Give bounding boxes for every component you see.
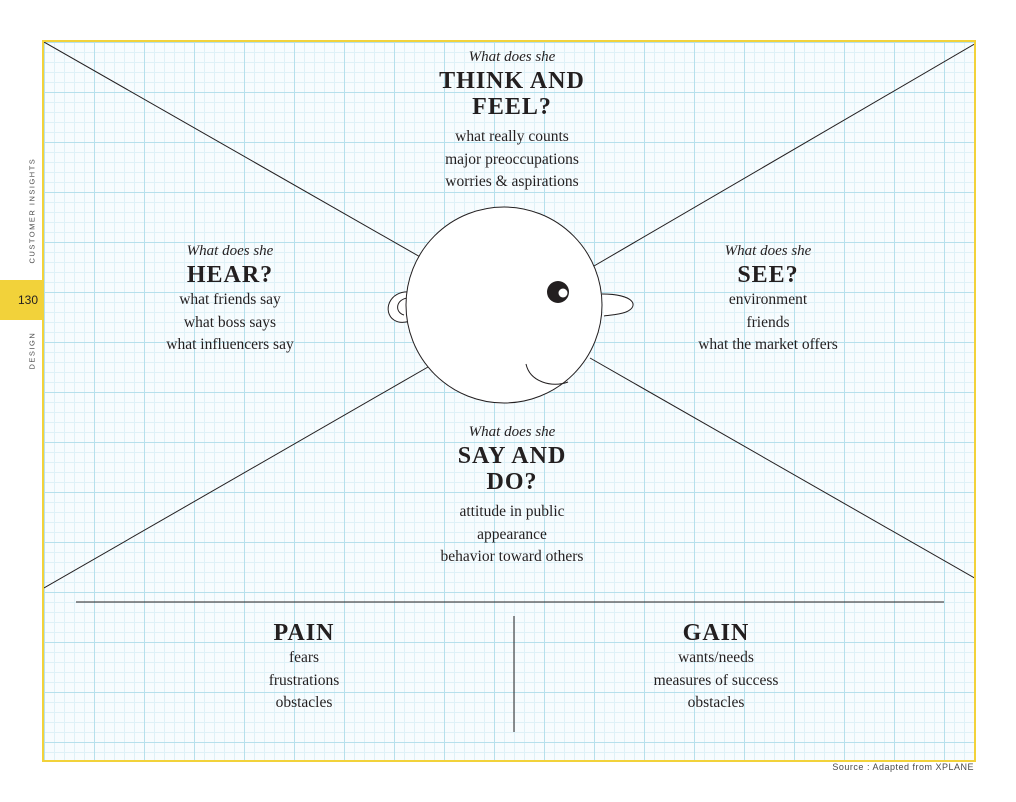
empathy-map-frame: What does she THINK AND FEEL? what reall… <box>42 40 976 762</box>
think-subtitle: What does she <box>468 49 556 65</box>
gain-item: wants/needs <box>678 649 754 666</box>
say-title-line1: SAY AND <box>457 443 567 469</box>
think-and-feel-section: What does she THINK AND FEEL? what reall… <box>362 48 662 194</box>
right-ear <box>601 293 634 317</box>
pain-section: PAIN fears frustrations obstacles <box>224 620 384 715</box>
page-number-tab: 130 <box>0 280 50 320</box>
think-item: major preoccupations <box>445 150 579 168</box>
gain-title: GAIN <box>682 620 750 646</box>
think-item: what really counts <box>455 128 569 145</box>
see-subtitle: What does she <box>724 243 812 259</box>
think-item: worries & aspirations <box>445 173 579 190</box>
pain-item: fears <box>288 649 320 666</box>
diagonal-top-left <box>44 42 423 259</box>
hear-subtitle: What does she <box>186 243 274 259</box>
pain-title: PAIN <box>273 620 335 646</box>
source-credit: Source : Adapted from XPLANE <box>832 762 974 772</box>
smile <box>525 363 569 385</box>
see-item: environment <box>728 291 808 308</box>
eye <box>547 281 569 303</box>
section-label-customer-insights: CUSTOMER INSIGHTS <box>27 157 37 264</box>
hear-item: what boss says <box>183 313 277 331</box>
hear-item: what influencers say <box>166 336 294 353</box>
gain-item: measures of success <box>653 671 779 689</box>
say-item: behavior toward others <box>440 548 584 565</box>
gain-item: obstacles <box>687 694 745 711</box>
pain-item: obstacles <box>275 694 333 711</box>
say-title-line2: DO? <box>486 469 538 495</box>
say-item: appearance <box>477 525 547 543</box>
head-illustration <box>387 206 634 404</box>
diagonal-bottom-right <box>589 357 974 579</box>
hear-section: What does she HEAR? what friends say wha… <box>130 242 330 357</box>
say-item: attitude in public <box>459 503 565 520</box>
diagonal-top-right <box>593 43 974 267</box>
hear-title: HEAR? <box>186 262 274 288</box>
diagonal-bottom-left <box>44 366 429 589</box>
see-title: SEE? <box>737 262 799 288</box>
left-ear <box>387 291 411 323</box>
see-item: friends <box>746 313 790 331</box>
gain-section: GAIN wants/needs measures of success obs… <box>626 620 806 715</box>
head-circle <box>405 206 603 404</box>
section-label-design: DESIGN <box>27 331 37 370</box>
say-and-do-section: What does she SAY AND DO? attitude in pu… <box>387 423 637 569</box>
think-title-line2: FEEL? <box>472 94 552 120</box>
hear-item: what friends say <box>179 291 281 308</box>
eye-highlight <box>558 288 568 298</box>
say-subtitle: What does she <box>468 424 556 440</box>
see-section: What does she SEE? environment friends w… <box>658 242 878 357</box>
think-title-line1: THINK AND <box>439 68 585 94</box>
left-ear-inner <box>397 297 409 316</box>
see-item: what the market offers <box>698 336 838 353</box>
diagram-lines <box>44 42 974 732</box>
pain-item: frustrations <box>268 671 340 689</box>
